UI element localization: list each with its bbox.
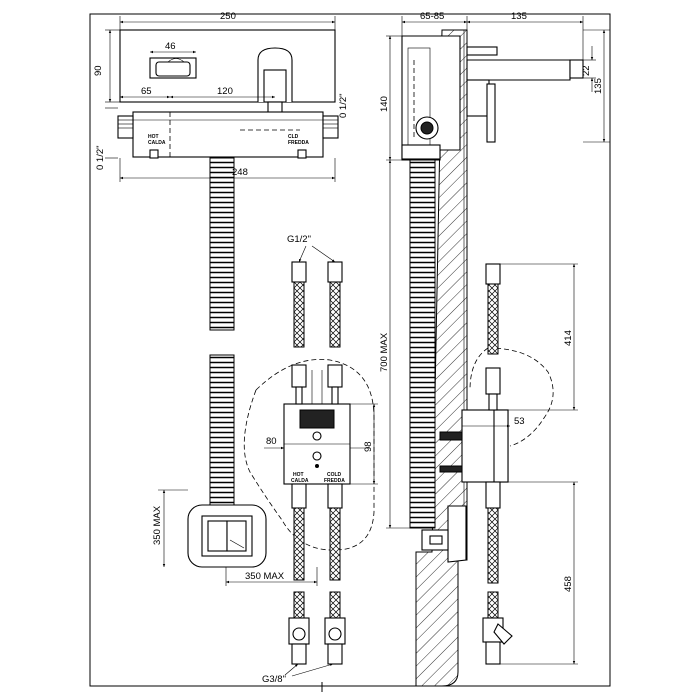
front-lower-hoses [288, 483, 346, 665]
dim-350-max-horizontal: 350 MAX [245, 571, 285, 582]
front-install-area [243, 359, 375, 551]
side-spout [466, 46, 584, 143]
front-hot-label: HOT [148, 134, 159, 140]
box-hot-label: HOT [293, 472, 304, 478]
front-cold-label: CLD [288, 134, 299, 140]
dim-140: 140 [379, 96, 390, 112]
dim-80: 80 [266, 436, 277, 447]
front-valve-body: HOT CALDA CLD FREDDA [117, 111, 339, 159]
front-conduit [209, 157, 235, 506]
front-dimensions: 250 46 90 65 120 0 1/2" 0 1/2" 248 G1/2" [93, 11, 378, 685]
side-dimensions: 65-85 135 22 135 140 700 MAX 414 [379, 11, 610, 665]
dim-90: 90 [93, 65, 104, 76]
outlet-thread-label: G3/8" [262, 674, 286, 685]
dim-350-max-vertical: 350 MAX [152, 505, 163, 545]
dim-98: 98 [363, 441, 374, 452]
thread-left-label: 0 1/2" [95, 145, 106, 170]
box-hot-it-label: CALDA [291, 478, 309, 484]
dim-65-85: 65-85 [420, 11, 444, 22]
dim-120: 120 [217, 86, 233, 97]
dim-250: 250 [220, 11, 236, 22]
front-cold-it-label: FREDDA [288, 140, 309, 146]
front-control-plate [187, 504, 267, 568]
dim-135-height: 135 [593, 78, 604, 94]
dim-135-spout: 135 [511, 11, 527, 22]
dim-700-max: 700 MAX [379, 332, 390, 372]
front-control-box: HOT CALDA COLD FREDDA [283, 403, 351, 485]
dim-65: 65 [141, 86, 152, 97]
dim-46: 46 [165, 41, 176, 52]
page-frame [89, 13, 611, 692]
side-hoses [482, 263, 513, 665]
dim-22: 22 [581, 65, 592, 76]
box-cold-label: COLD [327, 472, 342, 478]
inlet-thread-label: G1/2" [287, 234, 311, 245]
front-hot-it-label: CALDA [148, 140, 166, 146]
dim-414: 414 [563, 330, 574, 346]
front-view: HOT CALDA CLD FREDDA HOT [93, 11, 378, 685]
front-wall-plate [119, 29, 336, 133]
side-valve-body [401, 35, 461, 161]
dim-53: 53 [514, 416, 525, 427]
side-control-box [439, 347, 554, 483]
thread-right-label: 0 1/2" [338, 93, 349, 118]
side-view: 65-85 135 22 135 140 700 MAX 414 [379, 11, 610, 687]
box-cold-it-label: FREDDA [324, 478, 345, 484]
dim-248: 248 [232, 167, 248, 178]
side-bottom-mount [421, 505, 467, 563]
side-conduit [409, 159, 436, 529]
front-upper-hoses [291, 261, 343, 405]
dim-458: 458 [563, 576, 574, 592]
